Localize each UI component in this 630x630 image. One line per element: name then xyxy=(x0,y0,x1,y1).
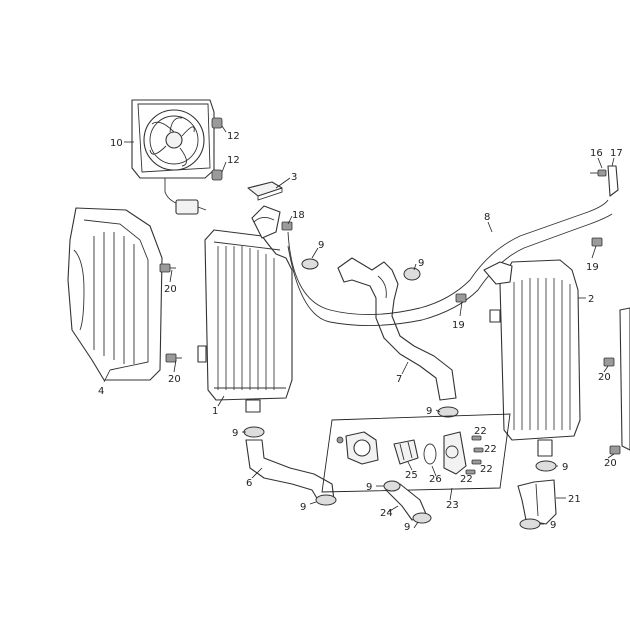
clamp-lower-left-top xyxy=(243,426,265,438)
callout-right-radiator: 2 xyxy=(588,294,594,305)
callout-left-shroud-bolt-bottom: 20 xyxy=(168,374,181,385)
cooling-fan xyxy=(131,99,215,215)
callout-right-shroud-bolt-top: 20 xyxy=(598,372,611,383)
callout-bolt-right: 19 xyxy=(586,262,599,273)
callout-fan: 10 xyxy=(110,138,123,149)
callout-hose-clamp-mid-upper: 9 xyxy=(418,258,424,269)
callout-right-shroud-bolt-bottom: 20 xyxy=(604,458,617,469)
clamp-hose-7-bottom xyxy=(437,406,459,418)
clamp-hose-24-top xyxy=(383,480,401,492)
callout-clamp-right-bottom: 9 xyxy=(550,520,556,531)
leader-lines xyxy=(103,125,615,529)
coolant-hose-21 xyxy=(517,479,557,525)
fan-nut-bottom xyxy=(211,169,223,181)
callout-screw-a: 22 xyxy=(474,426,487,437)
callout-clamp-lower-left-top: 9 xyxy=(232,428,238,439)
thermostat-housing-right xyxy=(443,431,467,475)
callout-bolt-17: 17 xyxy=(610,148,623,159)
callout-bolt-mid: 19 xyxy=(452,320,465,331)
right-radiator xyxy=(483,259,581,457)
callout-left-shroud: 4 xyxy=(98,386,104,397)
callout-fan-nut-bottom: 12 xyxy=(227,155,240,166)
clamp-hose-24-bottom xyxy=(412,512,432,524)
left-radiator xyxy=(197,205,293,413)
left-radiator-bolt xyxy=(281,221,293,231)
callout-clamp-upper-left: 9 xyxy=(318,240,324,251)
right-shroud-edge xyxy=(619,307,630,451)
callout-fan-nut-top: 12 xyxy=(227,131,240,142)
clamp-middle xyxy=(403,267,421,281)
callout-clamp-24-bottom: 9 xyxy=(404,522,410,533)
bolt-16 xyxy=(590,169,607,177)
callout-clamp-middle: 9 xyxy=(426,406,432,417)
clamp-right-bottom xyxy=(519,518,541,530)
callout-cap: 3 xyxy=(291,172,297,183)
thermostat xyxy=(393,439,419,465)
fan-nut-top xyxy=(211,117,223,129)
left-radiator-shroud xyxy=(67,207,163,381)
thermostat-assembly-box xyxy=(321,413,511,493)
callout-left-radiator: 1 xyxy=(212,406,218,417)
left-shroud-bolt-bottom xyxy=(165,353,182,363)
callout-oring: 26 xyxy=(429,474,442,485)
right-shroud-bolt-top xyxy=(603,357,615,367)
callout-left-radiator-bolt: 18 xyxy=(292,210,305,221)
clamp-upper-left xyxy=(301,258,319,270)
o-ring xyxy=(423,443,437,465)
callout-clamp-lower-left-bottom: 9 xyxy=(300,502,306,513)
callout-screw-b: 22 xyxy=(484,444,497,455)
callout-screw-c: 22 xyxy=(480,464,493,475)
coolant-hose-6 xyxy=(245,439,335,501)
callout-left-shroud-bolt-top: 20 xyxy=(164,284,177,295)
callout-screw-d: 22 xyxy=(460,474,473,485)
clamp-right-top xyxy=(535,460,557,472)
callout-hose-21: 21 xyxy=(568,494,581,505)
callout-thermostat-assembly: 23 xyxy=(446,500,459,511)
callout-labels: 10 12 12 3 18 9 20 20 4 1 9 6 9 7 9 9 8 … xyxy=(98,131,623,533)
callout-lower-hose-left: 6 xyxy=(246,478,252,489)
callout-clamp-right-top: 9 xyxy=(562,462,568,473)
callout-clamp-24-top: 9 xyxy=(366,482,372,493)
clamp-lower-left-bottom xyxy=(315,494,337,506)
bolt-19-mid xyxy=(455,293,467,303)
screws-22 xyxy=(465,435,484,475)
right-shroud-bolt-bottom xyxy=(609,445,621,455)
bolt-19-right xyxy=(591,237,603,247)
thermostat-housing-left xyxy=(336,431,379,465)
bracket-17 xyxy=(607,165,619,197)
callout-hose-middle: 7 xyxy=(396,374,402,385)
callout-hose-long: 8 xyxy=(484,212,490,223)
left-shroud-bolt-top xyxy=(159,263,176,273)
callout-hose-24: 24 xyxy=(380,508,393,519)
callout-bolt-16: 16 xyxy=(590,148,603,159)
callout-thermostat: 25 xyxy=(405,470,418,481)
coolant-hose-8 xyxy=(287,199,613,326)
coolant-hose-7 xyxy=(337,257,457,401)
radiator-cap xyxy=(247,181,283,201)
